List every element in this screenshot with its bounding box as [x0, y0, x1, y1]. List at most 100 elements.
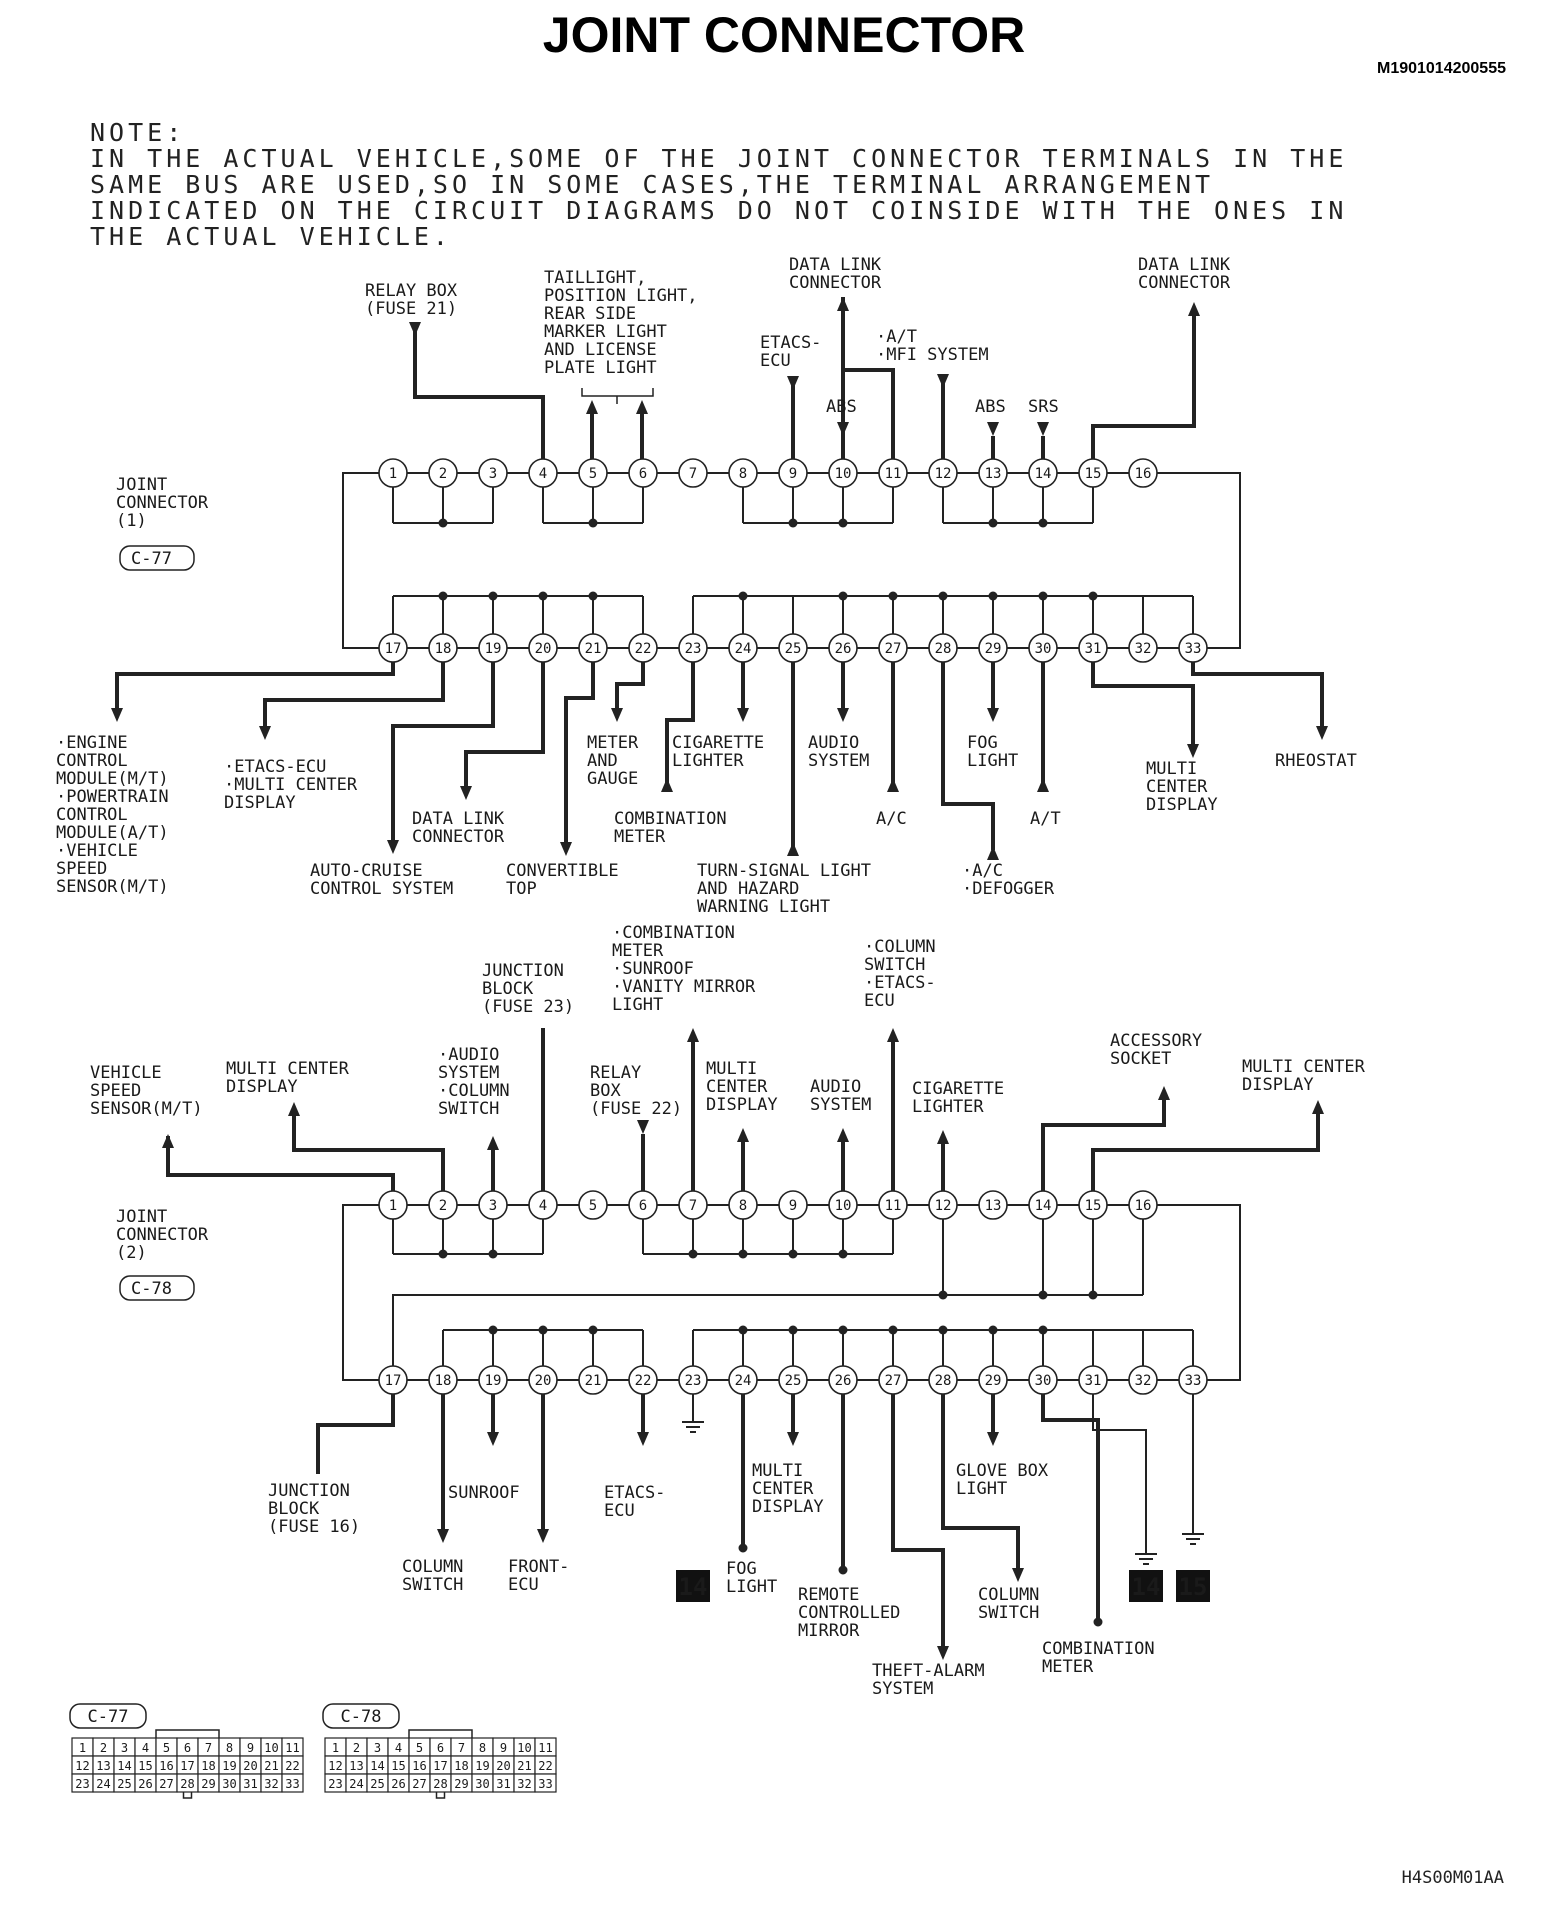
pin-circle [828, 458, 858, 488]
ground-point-number: 15 [1179, 1573, 1208, 1601]
splice-dot [438, 518, 448, 528]
connector-cavity: 28 [176, 1773, 199, 1793]
cavity-number: 30 [222, 1777, 236, 1791]
cavity-number: 28 [180, 1777, 194, 1791]
cavity-number: 26 [138, 1777, 152, 1791]
pin-circle [978, 633, 1008, 663]
cavity-number: 13 [96, 1759, 110, 1773]
connector-pin: 11 [878, 458, 908, 488]
label-etacs-ecu-line: ECU [760, 351, 791, 371]
cavity-number: 15 [138, 1759, 152, 1773]
arrow-up-icon [787, 842, 799, 856]
label-glove-box-light-line: LIGHT [956, 1479, 1007, 1499]
splice-dot [438, 591, 448, 601]
label-etacs-ecu: ETACS-ECU [604, 1483, 665, 1521]
connector-code: C-77 [88, 1707, 129, 1727]
frame-right [1157, 472, 1241, 649]
cavity-number: 14 [117, 1759, 131, 1773]
connector-cavity: 13 [92, 1755, 115, 1775]
pin-number: 27 [885, 1373, 902, 1389]
pin-number: 25 [785, 641, 802, 657]
label-etacs-ecu-line: ETACS- [604, 1483, 665, 1503]
pin-number: 32 [1135, 1373, 1152, 1389]
connector-cavity: 29 [450, 1773, 473, 1793]
connector-pin: 33 [1178, 1365, 1208, 1395]
connector-cavity: 11 [534, 1737, 557, 1757]
pin-number: 24 [735, 641, 752, 657]
connector-pin: 20 [528, 1365, 558, 1395]
connector-pin: 13 [978, 1190, 1008, 1220]
splice-dot [888, 591, 898, 601]
label-fog-light-line: LIGHT [967, 751, 1018, 771]
cavity-number: 29 [454, 1777, 468, 1791]
label-glove-box-light-line: GLOVE BOX [956, 1461, 1049, 1481]
label-at-mfi-line: ·MFI SYSTEM [876, 345, 989, 365]
label-theft-alarm-line: SYSTEM [872, 1679, 933, 1699]
wire [564, 662, 595, 848]
pin-circle [1178, 633, 1208, 663]
pin-circle [478, 633, 508, 663]
arrow-down-icon [537, 1529, 549, 1543]
splice-dot [1038, 1290, 1048, 1300]
label-etacs-multi-center-line: ·MULTI CENTER [224, 775, 358, 795]
connector-pin: 6 [628, 458, 658, 488]
arrow-down-icon [111, 708, 123, 722]
pin-number: 12 [935, 1198, 952, 1214]
connector-pin: 28 [928, 633, 958, 663]
connector-pin: 2 [428, 1190, 458, 1220]
pin-circle [578, 633, 608, 663]
cavity-number: 11 [285, 1741, 299, 1755]
connector-pin: 6 [628, 1190, 658, 1220]
connector-pin: 21 [578, 1365, 608, 1395]
wire [665, 662, 695, 788]
label-remote-controlled-mirror-line: REMOTE [798, 1585, 859, 1605]
pin-number: 9 [789, 1198, 797, 1214]
label-cigarette-lighter-line: CIGARETTE [672, 733, 764, 753]
pin-number: 2 [439, 1198, 447, 1214]
wire [1091, 1110, 1320, 1191]
label-vehicle-speed-sensor-line: SENSOR(M/T) [90, 1099, 203, 1119]
cavity-number: 6 [437, 1741, 444, 1755]
pin-circle [728, 458, 758, 488]
label-taillight-line: POSITION LIGHT, [544, 286, 698, 306]
arrow-up-icon [987, 846, 999, 860]
pin-circle [778, 458, 808, 488]
pin-circle [628, 1365, 658, 1395]
pin-number: 9 [789, 466, 797, 482]
label-at: A/T [1030, 809, 1061, 829]
connector-pin: 30 [1028, 1365, 1058, 1395]
cavity-number: 7 [205, 1741, 212, 1755]
pin-circle [1178, 1365, 1208, 1395]
connector-pin: 22 [628, 633, 658, 663]
pin-number: 13 [985, 466, 1002, 482]
note-line: THE ACTUAL VEHICLE. [90, 222, 452, 251]
label-etacs-ecu: ETACS-ECU [760, 333, 821, 371]
pin-circle [628, 458, 658, 488]
cavity-number: 30 [475, 1777, 489, 1791]
arrow-up-icon [687, 1028, 699, 1042]
connector-cavity: 6 [429, 1737, 452, 1757]
label-taillight-line: MARKER LIGHT [544, 322, 667, 342]
label-data-link-connector-c-line: DATA LINK [412, 809, 505, 829]
cavity-number: 23 [328, 1777, 342, 1791]
arrow-down-icon [987, 422, 999, 436]
connector-pin: 20 [528, 633, 558, 663]
connector-1-name-line: JOINT [116, 475, 167, 495]
label-column-switch-etacs-line: ·ETACS- [864, 973, 936, 993]
wire [166, 1136, 395, 1191]
cavity-number: 1 [332, 1741, 339, 1755]
connector-pin: 26 [828, 633, 858, 663]
arrow-down-icon [560, 842, 572, 856]
bus-line [392, 1294, 1143, 1366]
label-ac-defogger: ·A/C·DEFOGGER [962, 861, 1055, 899]
frame-right [1157, 1204, 1241, 1381]
label-engine-control-line: ·VEHICLE [56, 841, 138, 861]
connector-cavity: 23 [71, 1773, 94, 1793]
